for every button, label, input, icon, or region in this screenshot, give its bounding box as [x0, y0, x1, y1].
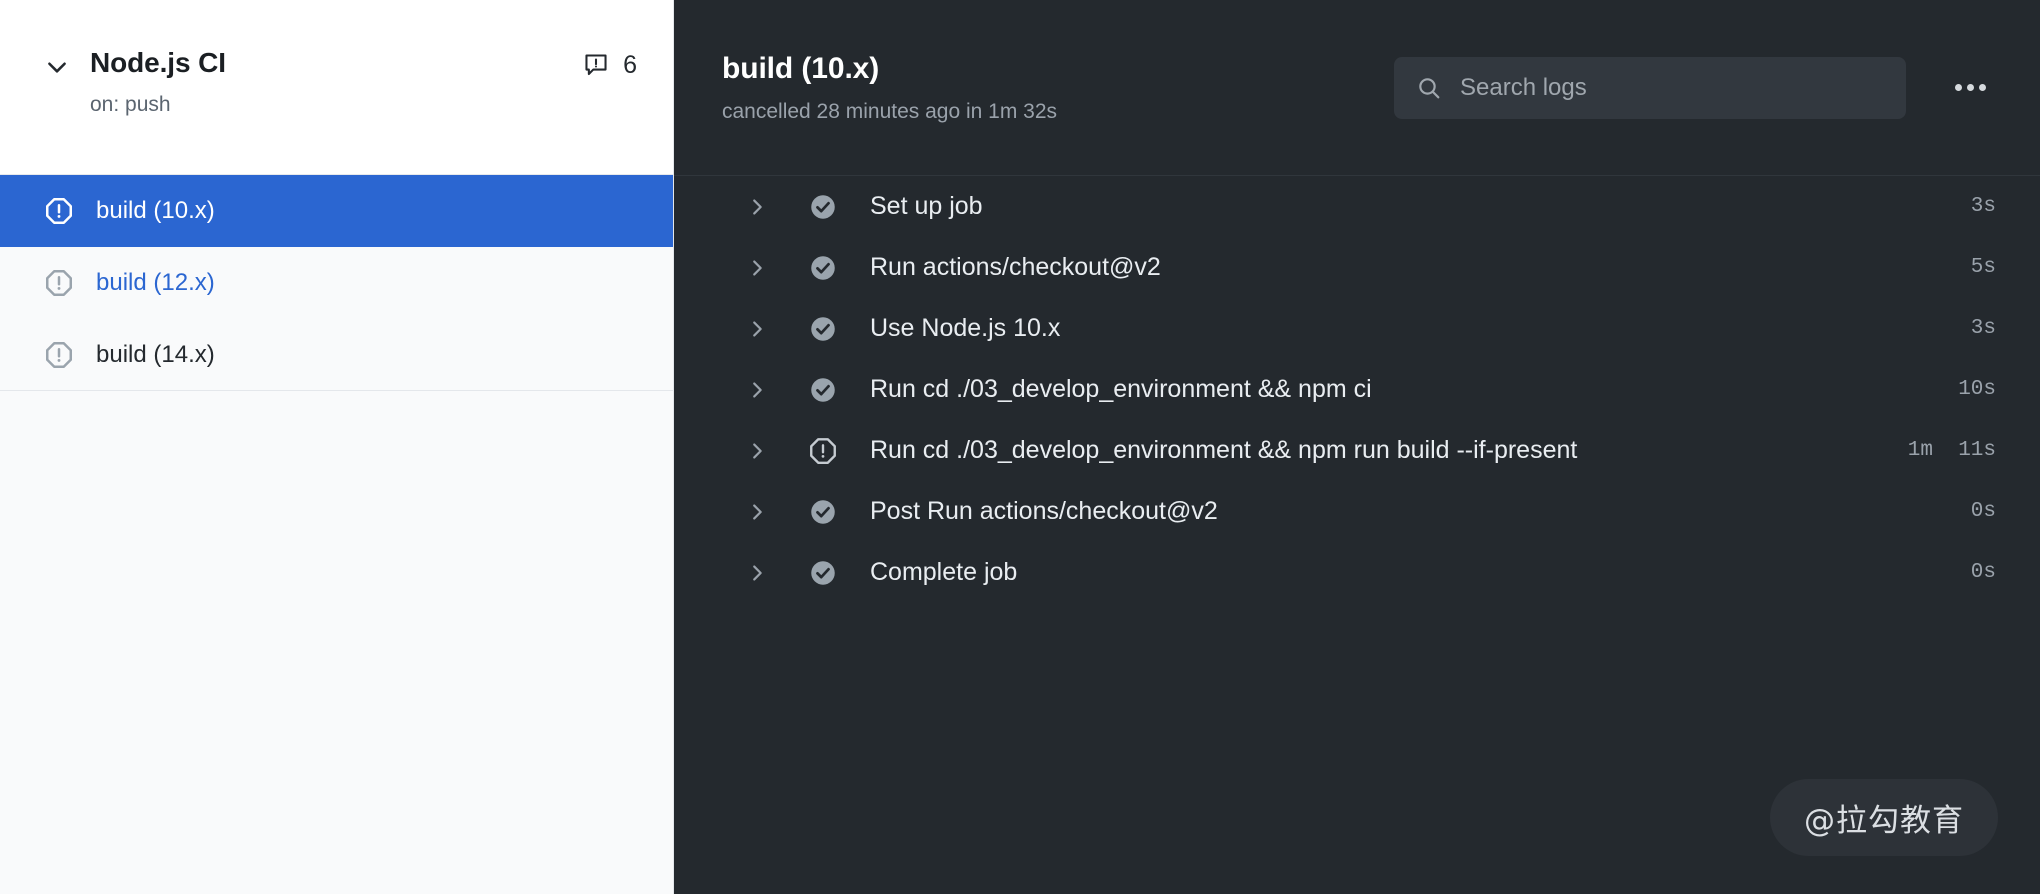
step-name: Run cd ./03_develop_environment && npm c…: [870, 375, 1372, 403]
workflow-name: Node.js CI: [90, 47, 226, 78]
kebab-dot-icon: [1954, 84, 1962, 91]
sidebar-item-build-12x[interactable]: build (12.x): [0, 247, 673, 319]
step-row[interactable]: Use Node.js 10.x 3s: [674, 298, 2040, 359]
annotations-count: 6: [623, 50, 637, 79]
step-row[interactable]: Run actions/checkout@v2 5s: [674, 237, 2040, 298]
step-duration: 0s: [1970, 561, 1996, 584]
search-input[interactable]: [1460, 73, 1884, 102]
chevron-right-icon[interactable]: [746, 562, 768, 584]
workflow-titles: Node.js CI on: push: [90, 46, 583, 117]
more-options-button[interactable]: [1944, 62, 1996, 114]
workflow-header: Node.js CI on: push 6: [0, 0, 673, 175]
step-name: Run actions/checkout@v2: [870, 253, 1161, 281]
step-name: Complete job: [870, 558, 1018, 586]
chevron-right-icon[interactable]: [746, 501, 768, 523]
step-duration: 5s: [1970, 256, 1996, 279]
sidebar-empty-area: [0, 391, 673, 894]
chevron-right-icon[interactable]: [746, 257, 768, 279]
stop-octagon-icon: [44, 196, 74, 226]
report-alert-icon: [583, 52, 609, 78]
step-list: Set up job 3s Run actions/checkout@v2: [674, 175, 2040, 894]
step-name: Run cd ./03_develop_environment && npm r…: [870, 436, 1578, 464]
kebab-dot-icon: [1978, 84, 1986, 91]
jobs-sidebar: Node.js CI on: push 6: [0, 0, 674, 894]
check-circle-icon: [808, 192, 838, 222]
log-output-area: @拉勾教育: [674, 603, 2040, 894]
check-circle-icon: [808, 558, 838, 588]
step-duration: 10s: [1958, 378, 1996, 401]
job-status-text: cancelled 28 minutes ago in 1m 32s: [722, 99, 1058, 123]
step-name: Post Run actions/checkout@v2: [870, 497, 1218, 525]
stop-octagon-icon: [808, 436, 838, 466]
check-circle-icon: [808, 497, 838, 527]
chevron-right-icon[interactable]: [746, 318, 768, 340]
job-heading: build (10.x) cancelled 28 minutes ago in…: [722, 51, 1057, 124]
step-row[interactable]: Set up job 3s: [674, 176, 2040, 237]
step-name: Set up job: [870, 192, 983, 220]
step-row[interactable]: Run cd ./03_develop_environment && npm r…: [674, 420, 2040, 481]
step-duration: 1m 11s: [1907, 439, 1996, 462]
workflow-trigger: on: push: [90, 92, 171, 116]
check-circle-icon: [808, 314, 838, 344]
step-duration: 3s: [1970, 317, 1996, 340]
check-circle-icon: [808, 375, 838, 405]
log-panel-header: build (10.x) cancelled 28 minutes ago in…: [674, 0, 2040, 175]
page-title: build (10.x): [722, 51, 880, 85]
step-row[interactable]: Complete job 0s: [674, 542, 2040, 603]
step-duration: 0s: [1970, 500, 1996, 523]
job-label: build (10.x): [96, 197, 215, 224]
chevron-right-icon[interactable]: [746, 379, 768, 401]
job-label: build (14.x): [96, 340, 215, 368]
watermark: @拉勾教育: [1770, 779, 1998, 856]
step-name: Use Node.js 10.x: [870, 314, 1061, 342]
job-label: build (12.x): [96, 269, 215, 296]
annotations-summary[interactable]: 6: [583, 52, 637, 78]
log-panel: build (10.x) cancelled 28 minutes ago in…: [674, 0, 2040, 894]
search-logs-box[interactable]: [1394, 56, 1906, 119]
stop-octagon-icon: [44, 268, 74, 298]
check-circle-icon: [808, 253, 838, 283]
step-duration: 3s: [1970, 195, 1996, 218]
sidebar-item-build-10x[interactable]: build (10.x): [0, 175, 673, 247]
chevron-right-icon[interactable]: [746, 440, 768, 462]
chevron-right-icon[interactable]: [746, 196, 768, 218]
stop-octagon-icon: [44, 340, 74, 370]
kebab-dot-icon: [1966, 84, 1974, 91]
job-list: build (10.x) build (12.x): [0, 175, 673, 391]
step-row[interactable]: Post Run actions/checkout@v2 0s: [674, 481, 2040, 542]
search-icon: [1416, 75, 1442, 101]
step-row[interactable]: Run cd ./03_develop_environment && npm c…: [674, 359, 2040, 420]
chevron-down-icon[interactable]: [44, 54, 70, 80]
sidebar-item-build-14x[interactable]: build (14.x): [0, 319, 673, 391]
